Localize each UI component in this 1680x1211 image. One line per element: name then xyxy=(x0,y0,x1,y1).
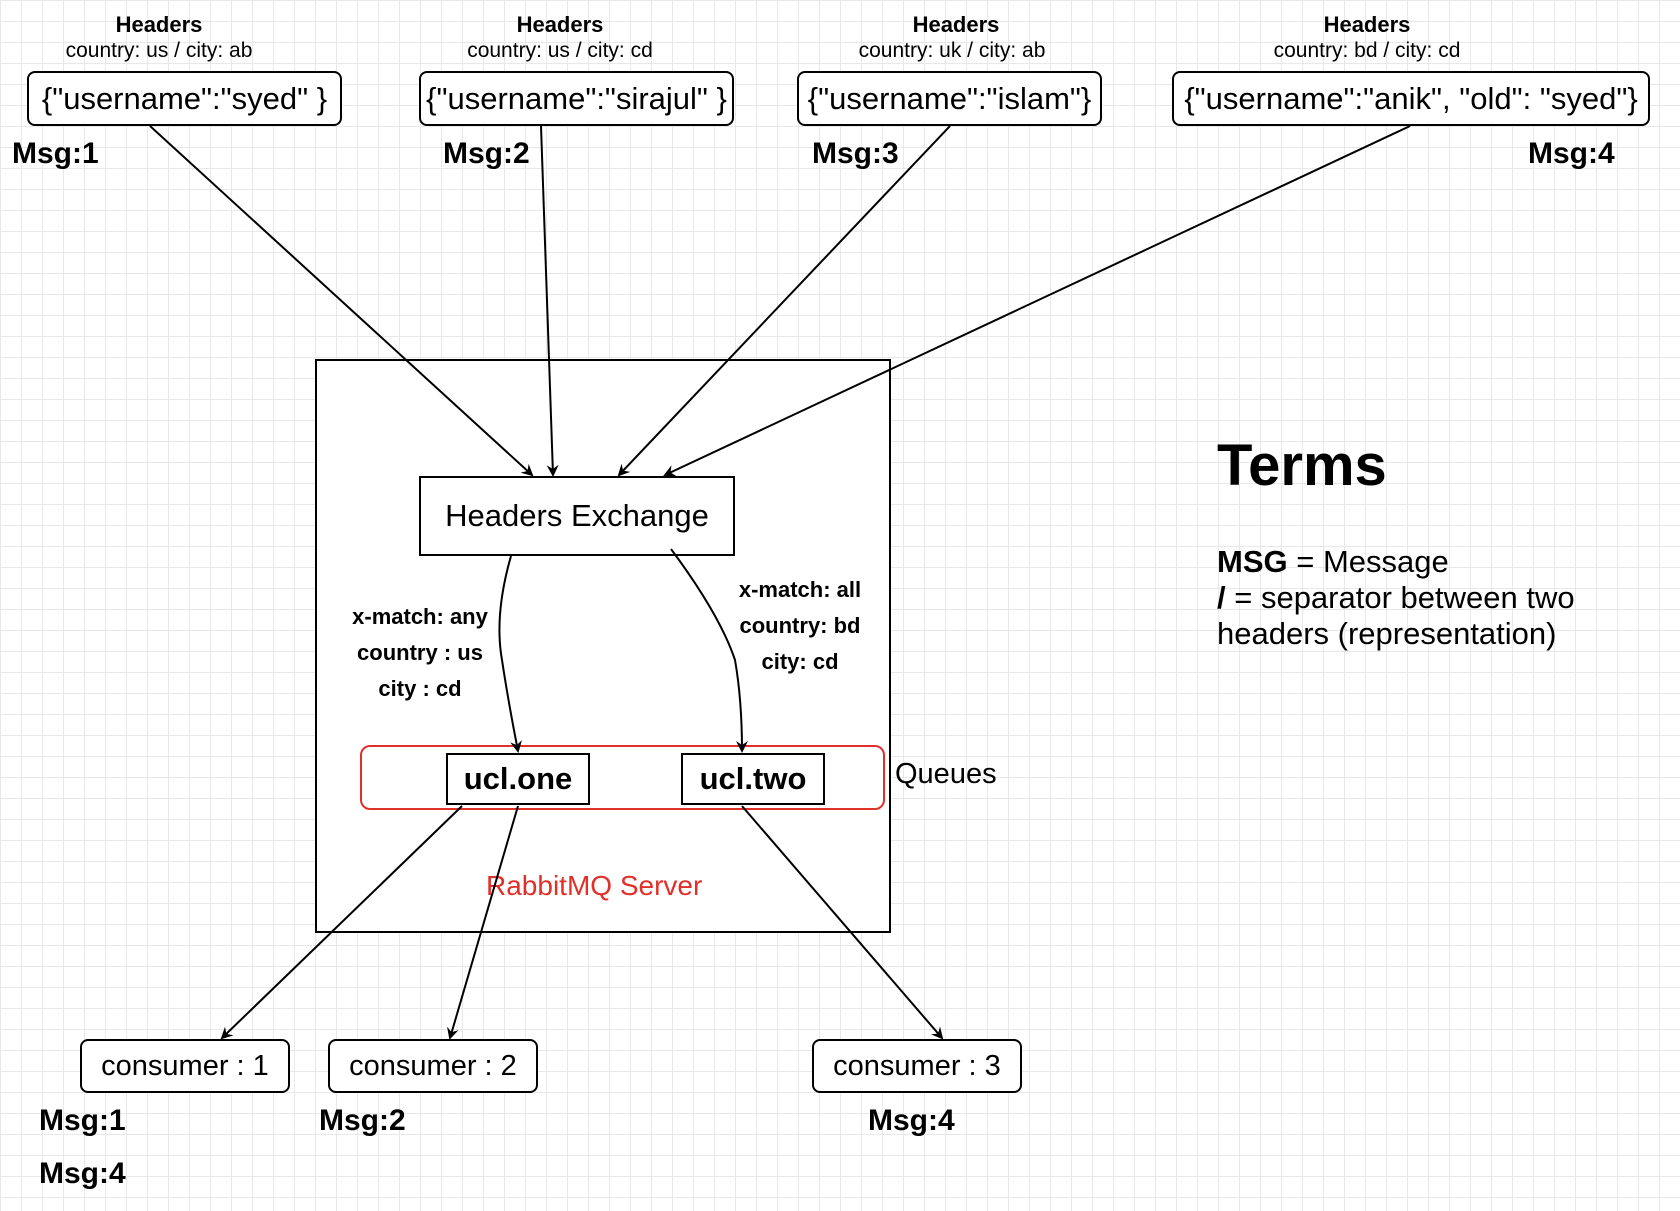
msg2-label: Msg:2 xyxy=(443,137,530,170)
msg3-label: Msg:3 xyxy=(812,137,899,170)
queues-group xyxy=(360,745,885,810)
msg3-headers-values: country: uk / city: ab xyxy=(858,39,1046,62)
headers-exchange-box: Headers Exchange xyxy=(419,476,735,556)
binding-rules-ucl-two: x-match: all country: bd city: cd xyxy=(715,572,885,680)
binding-1-line-3: city : cd xyxy=(378,676,462,701)
consumer-1-box: consumer : 1 xyxy=(80,1039,290,1093)
consumer-2-box: consumer : 2 xyxy=(328,1039,538,1093)
binding-1-line-1: x-match: any xyxy=(352,604,488,629)
terms-text-msg: = Message xyxy=(1287,544,1449,579)
terms-line-separator: / = separator between two xyxy=(1217,580,1575,616)
binding-2-line-2: country: bd xyxy=(739,613,861,638)
consumer-3-box: consumer : 3 xyxy=(812,1039,1022,1093)
rabbitmq-server-label: RabbitMQ Server xyxy=(486,870,703,901)
msg4-body-box: {"username":"anik", "old": "syed"} xyxy=(1172,71,1650,126)
consumer-1-received-msg-2: Msg:4 xyxy=(39,1157,126,1190)
binding-rules-ucl-one: x-match: any country : us city : cd xyxy=(335,599,505,707)
queues-label: Queues xyxy=(895,758,997,790)
binding-2-line-3: city: cd xyxy=(761,649,839,674)
terms-legend: MSG = Message / = separator between two … xyxy=(1217,544,1575,652)
msg1-headers-values: country: us / city: ab xyxy=(65,39,253,62)
msg2-body-box: {"username":"sirajul" } xyxy=(419,71,734,126)
consumer-2-received-msg-1: Msg:2 xyxy=(319,1104,406,1137)
consumer-3-received-msg-1: Msg:4 xyxy=(868,1104,955,1137)
msg1-label: Msg:1 xyxy=(12,137,99,170)
terms-title: Terms xyxy=(1217,433,1387,498)
binding-2-line-1: x-match: all xyxy=(738,577,862,602)
msg4-headers-title: Headers xyxy=(1323,12,1411,37)
msg2-headers-values: country: us / city: cd xyxy=(467,39,653,62)
queue-ucl-one: ucl.one xyxy=(446,753,590,805)
queue-ucl-two: ucl.two xyxy=(681,753,825,805)
terms-text-separator: = separator between two xyxy=(1225,580,1575,615)
binding-1-line-2: country : us xyxy=(357,640,483,665)
msg3-headers-title: Headers xyxy=(912,12,1000,37)
terms-key-separator: / xyxy=(1217,580,1226,615)
consumer-1-received-msg-1: Msg:1 xyxy=(39,1104,126,1137)
msg2-headers-title: Headers xyxy=(516,12,604,37)
msg4-label: Msg:4 xyxy=(1528,137,1615,170)
msg4-headers-values: country: bd / city: cd xyxy=(1273,39,1461,62)
terms-line-msg: MSG = Message xyxy=(1217,544,1575,580)
terms-line-separator-cont: headers (representation) xyxy=(1217,616,1557,651)
msg1-headers-title: Headers xyxy=(115,12,203,37)
terms-key-msg: MSG xyxy=(1217,544,1288,579)
msg3-body-box: {"username":"islam"} xyxy=(797,71,1102,126)
msg1-body-box: {"username":"syed" } xyxy=(27,71,342,126)
